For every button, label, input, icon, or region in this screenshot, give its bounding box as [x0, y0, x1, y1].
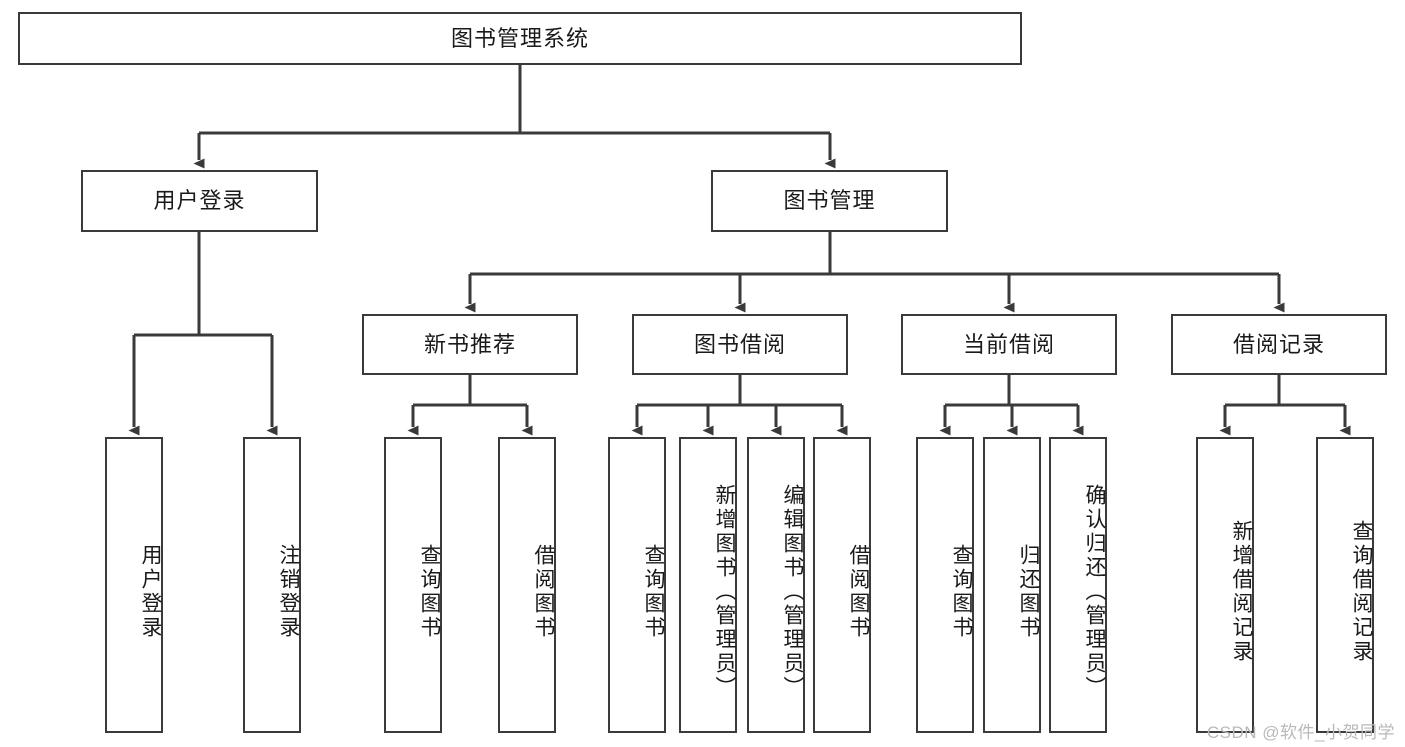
- leaf-user-login-logout-label: 注销登录: [277, 544, 300, 640]
- leaf-current-borrow-confirm-return-label: 确认归还（管理员）: [1083, 484, 1106, 700]
- node-user-login-label: 用户登录: [153, 188, 246, 214]
- node-new-book-recommend-label: 新书推荐: [423, 331, 516, 357]
- node-book-borrow-label: 图书借阅: [693, 331, 786, 357]
- leaf-current-borrow-query[interactable]: 查询图书: [916, 437, 974, 733]
- leaf-book-borrow-query-label: 查询图书: [642, 544, 665, 640]
- node-root-label: 图书管理系统: [450, 25, 589, 51]
- leaf-current-borrow-query-label: 查询图书: [950, 544, 973, 640]
- leaf-book-borrow-add[interactable]: 新增图书（管理员）: [679, 437, 737, 733]
- leaf-user-login-login[interactable]: 用户登录: [105, 437, 163, 733]
- leaf-current-borrow-confirm-return[interactable]: 确认归还（管理员）: [1049, 437, 1107, 733]
- node-new-book-recommend[interactable]: 新书推荐: [362, 314, 578, 375]
- leaf-new-book-query-label: 查询图书: [418, 544, 441, 640]
- node-book-borrow[interactable]: 图书借阅: [632, 314, 848, 375]
- leaf-new-book-borrow[interactable]: 借阅图书: [498, 437, 556, 733]
- leaf-new-book-borrow-label: 借阅图书: [532, 544, 555, 640]
- node-book-management-label: 图书管理: [783, 188, 876, 214]
- node-borrow-record[interactable]: 借阅记录: [1171, 314, 1387, 375]
- leaf-book-borrow-edit-label: 编辑图书（管理员）: [781, 484, 804, 700]
- leaf-new-book-query[interactable]: 查询图书: [384, 437, 442, 733]
- node-book-management[interactable]: 图书管理: [711, 170, 948, 232]
- leaf-current-borrow-return-label: 归还图书: [1017, 544, 1040, 640]
- leaf-book-borrow-edit[interactable]: 编辑图书（管理员）: [747, 437, 805, 733]
- leaf-user-login-logout[interactable]: 注销登录: [243, 437, 301, 733]
- node-root[interactable]: 图书管理系统: [18, 12, 1022, 65]
- leaf-borrow-record-query[interactable]: 查询借阅记录: [1316, 437, 1374, 733]
- leaf-book-borrow-add-label: 新增图书（管理员）: [713, 484, 736, 700]
- node-current-borrow-label: 当前借阅: [962, 331, 1055, 357]
- leaf-user-login-login-label: 用户登录: [139, 544, 162, 640]
- node-current-borrow[interactable]: 当前借阅: [901, 314, 1117, 375]
- leaf-current-borrow-return[interactable]: 归还图书: [983, 437, 1041, 733]
- leaf-borrow-record-add[interactable]: 新增借阅记录: [1196, 437, 1254, 733]
- node-borrow-record-label: 借阅记录: [1232, 331, 1325, 357]
- leaf-book-borrow-query[interactable]: 查询图书: [608, 437, 666, 733]
- leaf-borrow-record-query-label: 查询借阅记录: [1350, 520, 1373, 664]
- leaf-book-borrow-borrow[interactable]: 借阅图书: [813, 437, 871, 733]
- leaf-book-borrow-borrow-label: 借阅图书: [847, 544, 870, 640]
- leaf-borrow-record-add-label: 新增借阅记录: [1230, 520, 1253, 664]
- node-user-login[interactable]: 用户登录: [81, 170, 318, 232]
